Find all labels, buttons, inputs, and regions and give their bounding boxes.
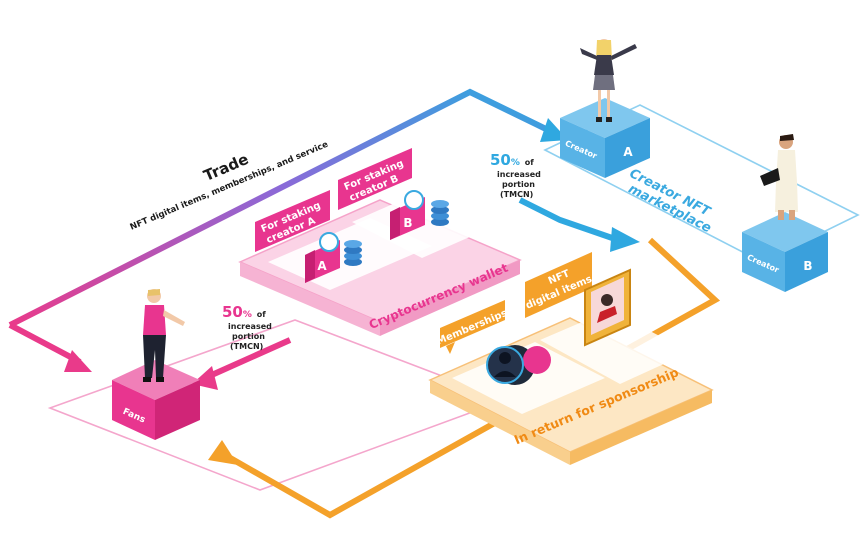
sponsorship-platform: In return for sponsorship: [428, 310, 714, 465]
wallet-to-creator-arrow-head: [610, 227, 640, 252]
creator-a-cube: Creator A: [560, 98, 650, 178]
svg-text:B: B: [803, 259, 812, 273]
svg-text:B: B: [403, 216, 412, 230]
wallet-to-fans-arrow: [203, 337, 292, 381]
creator-b-figure: [760, 134, 798, 220]
svg-text:increased: increased: [497, 170, 541, 179]
portion-right-label: 50% of increased portion (TMCN): [490, 151, 541, 199]
svg-text:portion: portion: [502, 180, 535, 189]
svg-text:A: A: [317, 259, 327, 273]
trade-arrow-to-fans: [8, 322, 82, 365]
wallet-to-creator-arrow: [518, 197, 619, 243]
nft-items-tag: NFT digital items: [524, 252, 594, 318]
svg-text:50% of: 50% of: [490, 151, 534, 169]
fan-figure: [143, 289, 185, 382]
svg-text:increased: increased: [228, 322, 272, 331]
sponsorship-arrow-head: [208, 440, 238, 465]
nft-portrait-icon: [584, 268, 631, 347]
svg-text:portion: portion: [232, 332, 265, 341]
trade-arrow: [8, 88, 550, 328]
portion-left-label: 50% of increased portion (TMCN): [222, 303, 272, 351]
membership-avatar-icon: [486, 345, 551, 385]
svg-text:(TMCN): (TMCN): [500, 190, 533, 199]
wallet-b-icon: B: [390, 190, 449, 240]
creator-b-cube: Creator B: [742, 212, 828, 292]
creator-a-figure: [580, 39, 637, 122]
memberships-tag: Memberships: [435, 300, 509, 354]
svg-text:50% of: 50% of: [222, 303, 266, 321]
marketplace-label: Creator NFT marketplace: [626, 166, 714, 236]
svg-text:A: A: [623, 145, 633, 159]
svg-text:(TMCN): (TMCN): [230, 342, 263, 351]
wallet-a-icon: A: [305, 232, 362, 283]
trade-arrow-to-fans-head: [64, 350, 92, 372]
